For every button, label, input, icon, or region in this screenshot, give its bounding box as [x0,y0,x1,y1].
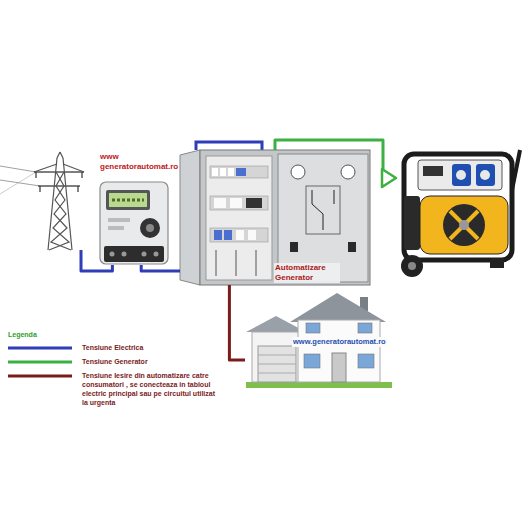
legend-red-line [8,375,72,378]
wire-connector [81,250,112,271]
electric-meter [100,182,168,264]
automation-cabinet [180,142,370,285]
house: www.generatorautomat.ro [245,292,392,390]
wire-connector [229,285,245,360]
node-text: Automatizare Generator [274,263,340,283]
legend-title: Legenda [8,330,37,339]
legend-entry: Tensiune Electrica [82,343,217,352]
power-pylon [0,152,84,250]
node-text: www.generatorautomat.ro [292,337,387,347]
wire-line [81,250,112,271]
generator [401,150,520,277]
legend-entry: Tensiune Generator [82,357,217,366]
legend-blue-line [8,347,72,350]
wire-connector [141,265,180,271]
wire-line [275,140,383,178]
wire-line [141,265,180,271]
legend-text: Tensiune Electrica [82,343,217,352]
website-label-holder: www generatorautomat.ro [100,152,195,172]
wire-connector [275,140,396,187]
power-pylon [0,150,86,250]
legend-text: Tensiune Iesire din automatizare catre c… [82,371,217,407]
arrow-head [382,169,396,187]
wire-line [229,285,245,360]
automation-cabinet: Automatizare Generator [180,150,370,285]
legend-text: Tensiune Generator [82,357,217,366]
generator [396,140,522,278]
website-label: www generatorautomat.ro [100,152,195,172]
house [246,293,392,388]
legend-title-holder: Legenda [8,330,37,339]
legend-line-samples [8,348,72,376]
legend-entry: Tensiune Iesire din automatizare catre c… [82,371,217,407]
legend-green-line [8,361,72,364]
electric-meter [98,180,170,265]
